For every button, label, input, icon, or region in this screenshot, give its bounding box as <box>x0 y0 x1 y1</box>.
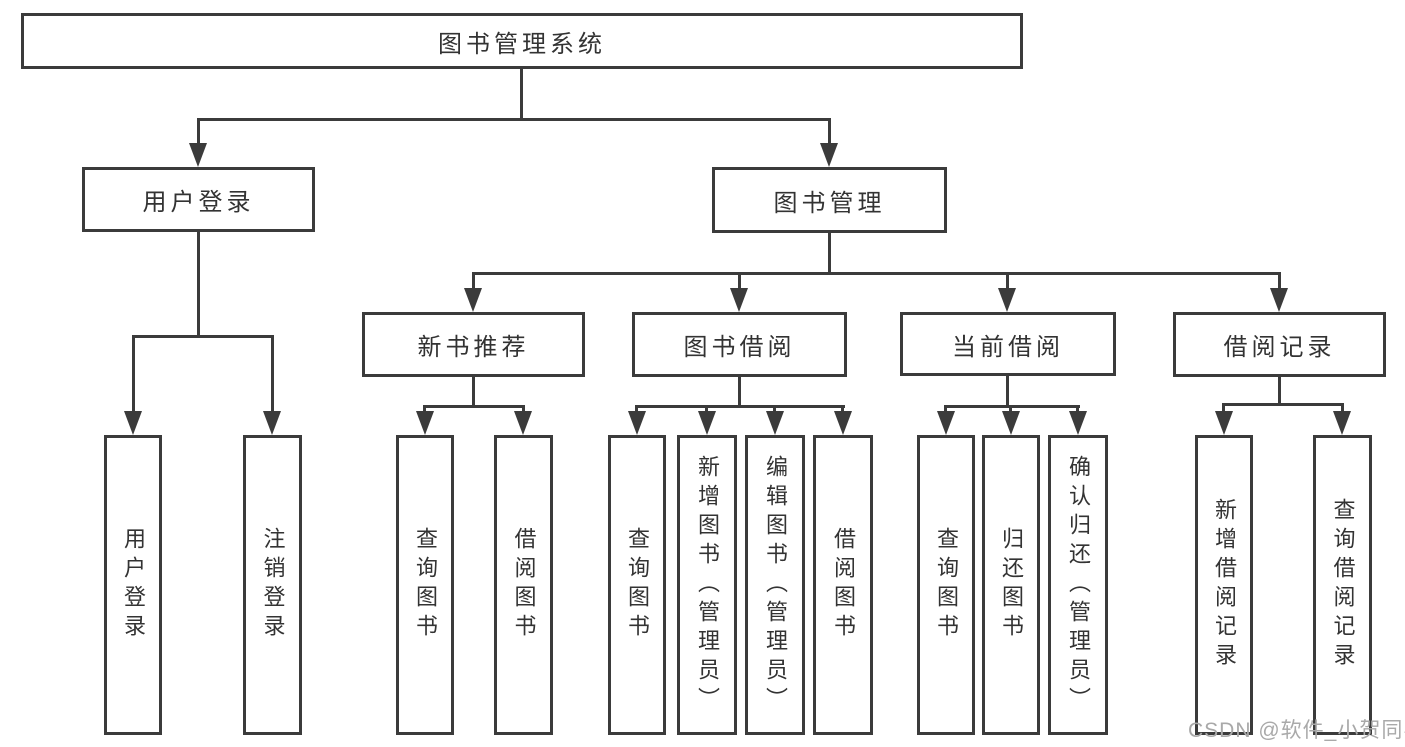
node-label: 借阅图书 <box>511 527 537 643</box>
connector-line <box>522 405 525 415</box>
connector-line <box>828 233 831 272</box>
connector-line <box>944 405 947 415</box>
connector-line <box>132 335 135 415</box>
node-leaf-bb-borrow-books: 借阅图书 <box>813 435 873 735</box>
arrow-down-icon <box>834 411 852 435</box>
node-label: 用户登录 <box>142 189 255 216</box>
node-label: 查询借阅记录 <box>1330 498 1356 672</box>
node-label: 当前借阅 <box>952 333 1064 361</box>
node-leaf-logout: 注销登录 <box>243 435 302 735</box>
connector-line <box>1341 403 1344 415</box>
node-leaf-cb-query-books: 查询图书 <box>917 435 975 735</box>
arrow-down-icon <box>1270 288 1288 312</box>
connector-line <box>1222 403 1225 415</box>
arrow-down-icon <box>514 411 532 435</box>
arrow-down-icon <box>189 143 207 167</box>
arrow-down-icon <box>1333 411 1351 435</box>
node-label: 查询图书 <box>934 527 959 643</box>
connector-line <box>472 272 1280 275</box>
node-label: 图书管理 <box>773 189 886 217</box>
node-label: 新增图书（管理员） <box>695 454 720 716</box>
node-leaf-nb-borrow-books: 借阅图书 <box>494 435 553 735</box>
node-book-borrowing: 图书借阅 <box>632 312 847 377</box>
node-leaf-bb-edit-books-admin: 编辑图书（管理员） <box>745 435 805 735</box>
connector-line <box>423 405 524 408</box>
node-leaf-cb-confirm-return-admin: 确认归还（管理员） <box>1048 435 1108 735</box>
csdn-watermark: CSDN @软件_小贺同学 <box>1188 719 1405 742</box>
node-leaf-br-query-record: 查询借阅记录 <box>1313 435 1372 735</box>
connector-line <box>635 405 638 415</box>
connector-line <box>132 335 274 338</box>
node-user-login-group: 用户登录 <box>82 167 315 232</box>
connector-line <box>197 232 200 335</box>
arrow-down-icon <box>1002 411 1020 435</box>
node-leaf-bb-add-books-admin: 新增图书（管理员） <box>677 435 737 735</box>
node-leaf-nb-query-books: 查询图书 <box>396 435 454 735</box>
node-label: 借阅图书 <box>831 527 856 643</box>
node-book-management: 图书管理 <box>712 167 947 233</box>
node-leaf-cb-return-books: 归还图书 <box>982 435 1040 735</box>
node-label: 借阅记录 <box>1223 334 1336 361</box>
node-current-borrowing: 当前借阅 <box>900 312 1116 376</box>
node-label: 图书管理系统 <box>438 30 606 58</box>
node-leaf-bb-query-books: 查询图书 <box>608 435 666 735</box>
connector-line <box>738 377 741 405</box>
node-label: 注销登录 <box>260 527 286 643</box>
connector-line <box>1006 272 1009 290</box>
arrow-down-icon <box>998 288 1016 312</box>
arrow-down-icon <box>1215 411 1233 435</box>
arrow-down-icon <box>937 411 955 435</box>
node-label: 归还图书 <box>999 527 1024 643</box>
node-label: 新书推荐 <box>417 334 530 361</box>
node-label: 查询图书 <box>413 527 438 643</box>
connector-line <box>520 67 523 120</box>
node-borrowing-records: 借阅记录 <box>1173 312 1386 377</box>
node-library-management-system: 图书管理系统 <box>21 13 1023 69</box>
arrow-down-icon <box>416 411 434 435</box>
node-label: 确认归还（管理员） <box>1066 454 1091 716</box>
node-label: 新增借阅记录 <box>1212 498 1237 672</box>
connector-line <box>1278 272 1281 290</box>
connector-line <box>944 405 1080 408</box>
connector-line <box>1076 405 1079 415</box>
node-leaf-br-add-record: 新增借阅记录 <box>1195 435 1253 735</box>
node-label: 查询图书 <box>625 527 650 643</box>
connector-line <box>1278 377 1281 403</box>
node-label: 编辑图书（管理员） <box>763 454 788 716</box>
connector-line <box>773 405 776 415</box>
connector-line <box>738 272 741 290</box>
connector-line <box>472 377 475 405</box>
connector-line <box>423 405 426 415</box>
node-label: 用户登录 <box>121 527 146 643</box>
arrow-down-icon <box>263 411 281 435</box>
connector-line <box>197 118 200 146</box>
arrow-down-icon <box>766 411 784 435</box>
node-new-book-recommend: 新书推荐 <box>362 312 585 377</box>
connector-line <box>271 335 274 415</box>
connector-line <box>472 272 475 290</box>
arrow-down-icon <box>464 288 482 312</box>
arrow-down-icon <box>1069 411 1087 435</box>
connector-line <box>1006 376 1009 405</box>
arrow-down-icon <box>628 411 646 435</box>
arrow-down-icon <box>698 411 716 435</box>
connector-line <box>635 405 845 408</box>
node-label: 图书借阅 <box>683 334 796 361</box>
arrow-down-icon <box>124 411 142 435</box>
connector-line <box>828 118 831 146</box>
connector-line <box>841 405 844 415</box>
connector-line <box>1009 405 1012 415</box>
arrow-down-icon <box>730 288 748 312</box>
connector-line <box>197 118 831 121</box>
connector-line <box>1222 403 1342 406</box>
node-leaf-user-login: 用户登录 <box>104 435 162 735</box>
connector-line <box>705 405 708 415</box>
arrow-down-icon <box>820 143 838 167</box>
